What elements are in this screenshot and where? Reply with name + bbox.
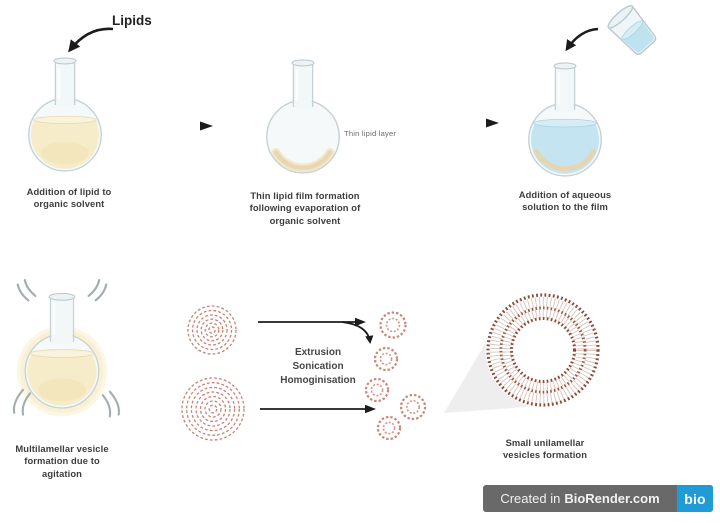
arrow-right-icon	[140, 121, 213, 131]
flask-aqueous-solution	[528, 62, 602, 177]
caption-step2: Thin lipid film formation following evap…	[249, 190, 361, 226]
lipids-label: Lipids	[112, 13, 152, 28]
caption-step3: Addition of aqueous solution to the film	[518, 189, 612, 213]
multilamellar-vesicle	[187, 305, 237, 355]
multilamellar-vesicle	[181, 377, 245, 441]
small-vesicle	[399, 393, 427, 421]
extrusion-arrow-icon	[258, 317, 374, 345]
arrow-right-icon	[426, 118, 499, 128]
small-vesicle	[373, 346, 399, 372]
badge-brand: BioRender.com	[564, 491, 660, 506]
caption-step1: Addition of lipid to organic solvent	[26, 186, 112, 210]
unilamellar-vesicle-bilayer	[485, 292, 601, 408]
flask-agitation	[12, 278, 120, 418]
thin-lipid-layer-label: Thin lipid layer	[344, 129, 397, 138]
agitation-marks-icon	[12, 278, 120, 418]
lipids-pour-arrow-icon	[68, 27, 114, 53]
biorender-badge[interactable]: Created in BioRender.com bio	[483, 485, 713, 512]
caption-step4: Multilamellar vesicle formation due to a…	[15, 443, 109, 479]
small-vesicles-group	[364, 311, 427, 441]
biorender-logo: bio	[677, 485, 713, 512]
pour-arrow-icon	[565, 27, 599, 52]
process-label: Extrusion Sonication Homoginisation	[280, 347, 356, 387]
small-vesicle	[379, 311, 407, 339]
flask-thin-film	[266, 59, 340, 174]
flask-lipid-solvent	[28, 57, 102, 172]
beaker-icon	[607, 5, 657, 55]
extrusion-arrow-icon	[260, 404, 376, 414]
caption-step5: Small unilamellar vesicles formation	[502, 437, 588, 461]
small-vesicle	[376, 415, 402, 441]
badge-text: Created in BioRender.com	[483, 485, 677, 512]
badge-prefix: Created in	[500, 491, 561, 506]
small-vesicle	[364, 377, 390, 403]
